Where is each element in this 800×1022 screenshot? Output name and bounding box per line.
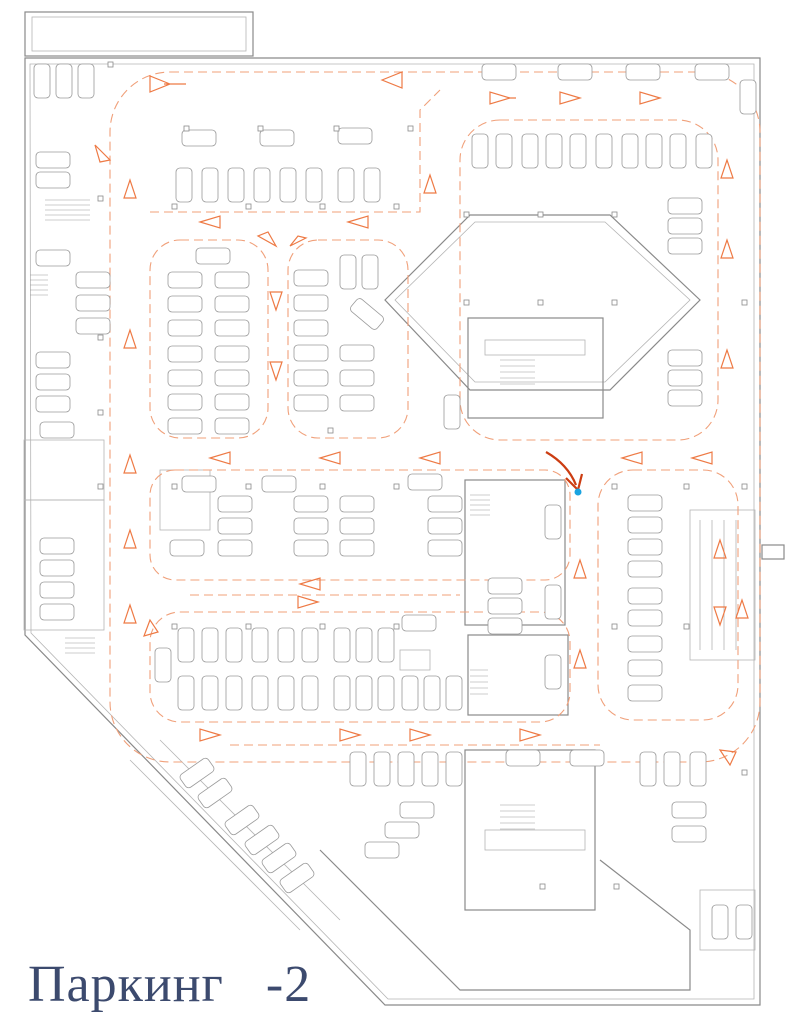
stairs [30, 199, 586, 851]
car-row [167, 247, 250, 435]
direction-arrow-icon [149, 75, 186, 93]
car-row [293, 254, 461, 430]
direction-arrows [94, 71, 749, 767]
map-title: Паркинг -2 [28, 956, 312, 1013]
car-row [169, 473, 562, 690]
car-row [175, 167, 381, 203]
car-row [179, 757, 315, 894]
exit-route-arrow-icon [545, 451, 578, 486]
exit-route [545, 451, 584, 493]
columns [97, 61, 748, 890]
driving-lanes [109, 71, 761, 763]
car-row [349, 749, 753, 940]
car-row [471, 133, 713, 407]
car-row [33, 63, 111, 621]
parking-bays [33, 63, 757, 940]
car-row [154, 614, 463, 711]
car-row [627, 494, 663, 702]
info-marker-icon [574, 488, 582, 496]
car-row [181, 63, 757, 147]
